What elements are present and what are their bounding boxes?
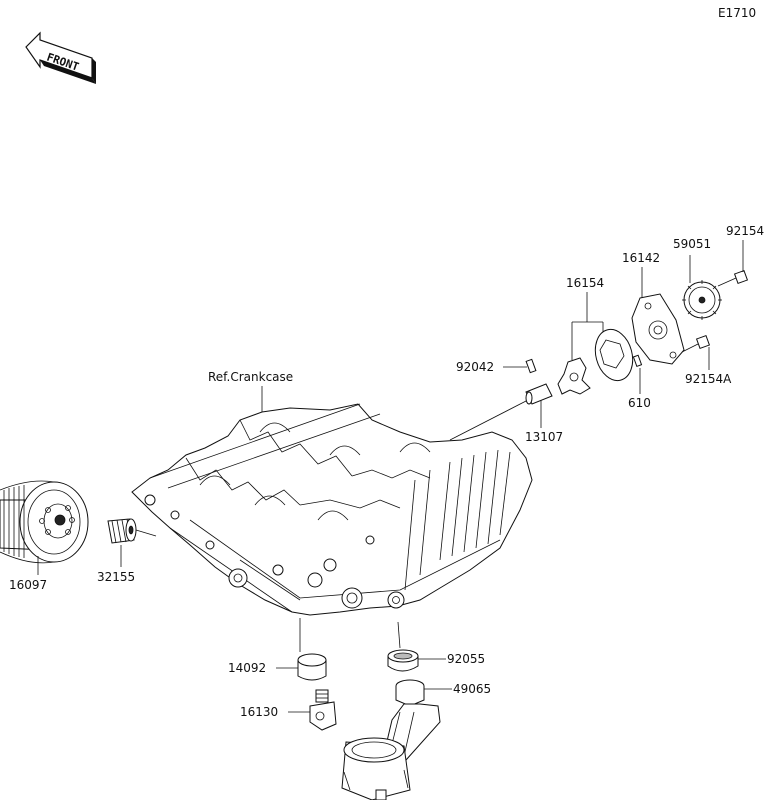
crankcase-illustration: [131, 403, 533, 616]
part-32155-fitting: [107, 518, 157, 544]
part-92042-pin: [525, 358, 537, 374]
part-16130: 16130: [240, 705, 278, 719]
part-32155: 32155: [97, 570, 135, 584]
part-92055-seal: [387, 621, 419, 672]
part-14092: 14092: [228, 661, 266, 675]
part-610-pin: [632, 354, 643, 368]
part-92154a-bolt: [681, 334, 711, 353]
part-16097-oil-filter: [0, 480, 89, 564]
part-16130-fitting: [309, 689, 337, 731]
part-16142-pump-cover: [631, 293, 685, 365]
part-16154: 16154: [566, 276, 604, 290]
part-14092-collar: [297, 618, 327, 681]
part-92154a: 92154A: [685, 372, 732, 386]
part-92154-bolt: [717, 269, 749, 287]
part-92154: 92154: [726, 224, 764, 238]
part-59051-sprocket: [682, 280, 722, 320]
part-59051: 59051: [673, 237, 711, 251]
diagram-code: E1710: [718, 6, 756, 20]
part-49065-oil-strainer: [341, 679, 441, 800]
part-49065: 49065: [453, 682, 491, 696]
front-arrow-icon: FRONT: [25, 31, 96, 84]
part-13107: 13107: [525, 430, 563, 444]
part-16154-rotors: [557, 328, 634, 395]
part-16097: 16097: [9, 578, 47, 592]
ref-crankcase-label: Ref.Crankcase: [208, 370, 293, 384]
part-16142: 16142: [622, 251, 660, 265]
part-92042: 92042: [456, 360, 494, 374]
part-92055: 92055: [447, 652, 485, 666]
part-610: 610: [628, 396, 651, 410]
part-13107-shaft: [449, 383, 553, 441]
